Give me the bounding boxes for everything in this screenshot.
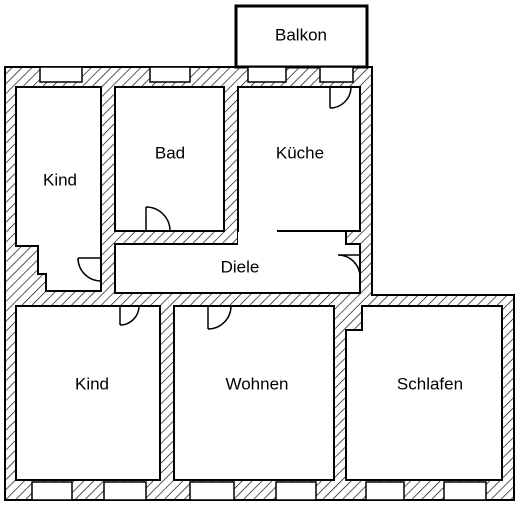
wohnen-room: [173, 305, 335, 481]
door-swings: [77, 86, 361, 330]
balkon-room: [234, 4, 369, 69]
kueche-room: [237, 86, 361, 253]
schlafen-label: Schlafen: [397, 374, 463, 393]
diele-label: Diele: [221, 257, 260, 276]
top-windows: [39, 66, 354, 83]
schlafen-room: [345, 305, 503, 481]
bad-label: Bad: [155, 143, 185, 162]
bottom-windows: [31, 481, 487, 501]
kind-top-room: [15, 86, 102, 292]
kueche-label: Küche: [276, 143, 324, 162]
balkon-label: Balkon: [275, 25, 327, 44]
kind-top-label: Kind: [43, 170, 77, 189]
bad-room: [114, 86, 225, 232]
wohnen-label: Wohnen: [225, 374, 288, 393]
kind-bottom-label: Kind: [75, 374, 109, 393]
kind-bottom-room: [15, 305, 161, 481]
